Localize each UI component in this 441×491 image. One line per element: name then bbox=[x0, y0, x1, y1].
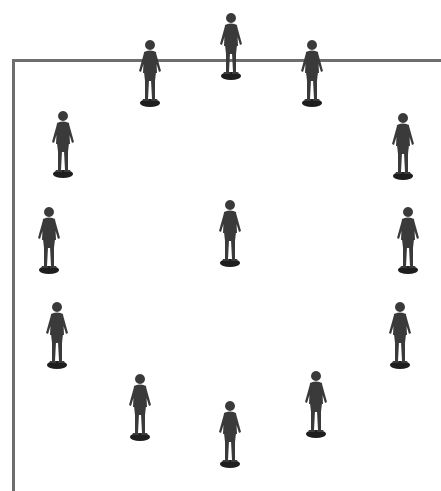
center-player-figure bbox=[210, 197, 250, 269]
player-figure bbox=[210, 398, 250, 470]
player-figure bbox=[29, 204, 69, 276]
player-figure bbox=[130, 37, 170, 109]
player-figure bbox=[37, 299, 77, 371]
player-figure bbox=[120, 371, 160, 443]
player-figure bbox=[388, 204, 428, 276]
player-figure bbox=[292, 37, 332, 109]
player-figure bbox=[211, 10, 251, 82]
field-boundary-left bbox=[12, 59, 15, 491]
player-figure bbox=[383, 110, 423, 182]
player-figure bbox=[380, 299, 420, 371]
player-figure bbox=[43, 108, 83, 180]
player-figure bbox=[296, 368, 336, 440]
